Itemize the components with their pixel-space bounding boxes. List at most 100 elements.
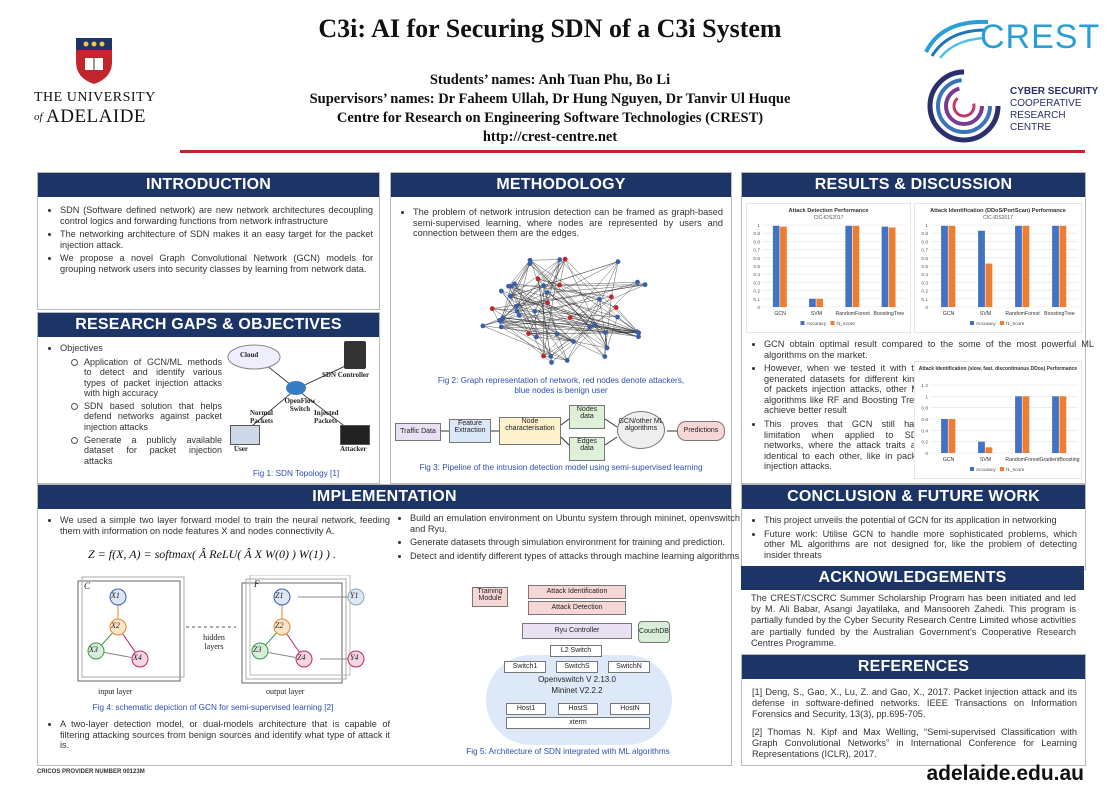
graph-edge [508,286,608,349]
gcn-f-label: F [254,579,260,589]
network-graph-figure [480,256,648,365]
graph-edge [550,296,612,357]
methodology-heading: METHODOLOGY [391,173,731,197]
graph-edge [570,284,646,318]
conclusion-list: This project unveils the potential of GC… [742,515,1085,560]
bar-f1-score [948,225,956,307]
graph-edge [500,321,574,342]
crest-swirl-icon [924,19,989,59]
bar-f1-score [816,298,824,307]
graph-edge [559,284,596,326]
attacker-computer-icon [340,425,370,445]
bar-f1-score [888,227,896,307]
y-tick-label: 0.6 [921,417,928,423]
bar-accuracy [1052,396,1059,453]
attacker-node [541,353,546,359]
graph-edge [514,283,551,357]
openvswitch-label: Openvswitch V 2.13.0 [538,675,616,684]
benign-node [636,334,641,340]
attacker-node [613,305,619,310]
ryu-controller-node: Ryu Controller [522,623,632,639]
graph-edge [511,284,646,287]
graph-edge [566,298,600,361]
benign-node [516,312,522,318]
x-tick-label: GradientBoosting [1039,457,1079,463]
implementation-right-list: Build an emulation environment on Ubuntu… [388,513,740,564]
y-tick-label: 0 [925,451,928,457]
pipeline-gcn-node: GCN/other ML algorithms [617,411,665,449]
graph-edge [565,259,639,333]
node-x3-label: X3 [89,645,98,654]
fig2-caption-line1: Fig 2: Graph representation of network, … [437,376,685,385]
poster-title: C3i: AI for Securing SDN of a C3i System [318,14,782,43]
host1-node: Host1 [506,703,546,715]
x-tick-label: SVM [980,311,991,317]
y-tick-label: 0.9 [921,231,928,237]
graph-edge [501,326,608,349]
graph-edge [543,355,568,361]
graph-edge [516,259,566,312]
graph-edge [534,311,537,338]
graph-edge [589,261,619,327]
node-z2-label: Z2 [275,621,284,630]
attacker-node [608,294,614,300]
list-item: We used a simple two layer forward model… [60,515,390,536]
benign-node [636,330,642,336]
fig5-caption: Fig 5: Architecture of SDN integrated wi… [466,747,670,756]
y-tick-label: 0.8 [753,239,760,245]
x-tick-label: SVM [811,311,822,317]
benign-node [498,319,504,324]
attacker-node [489,306,495,312]
benign-node [508,293,513,299]
pipeline-nodes-node: Nodes data [569,405,605,429]
controller-label: SDN Controller [322,371,370,379]
list-item: This project unveils the potential of GC… [764,515,1077,526]
x-tick-label: SVM [980,457,991,463]
node-z1-label: Z1 [275,591,284,600]
pipeline-predictions-node: Predictions [677,421,725,441]
graph-edge [543,298,600,357]
graph-edge [510,259,560,297]
crest-shield-icon [76,38,112,84]
list-item: SDN based solution that helps defend net… [71,401,222,432]
references-panel: REFERENCES [1] Deng, S., Gao, X., Lu, Z.… [741,654,1086,766]
node-y1-label: Y1 [350,591,359,600]
list-item: However, when we tested it with the gene… [764,363,924,416]
y-tick-label: 0.7 [921,248,928,254]
graph-edge [570,261,619,318]
cscrc-logo: CYBER SECURITY COOPERATIVE RESEARCH CENT… [924,66,1104,146]
graph-edge [502,317,639,337]
cloud-label: Cloud [240,351,259,359]
x-tick-label: RandomForest [1005,311,1040,317]
graph-edge [536,336,574,342]
y-tick-label: 0.2 [921,440,928,446]
benign-node [532,308,538,314]
crest-logo: CREST [922,14,1102,62]
graph-edge [519,315,574,342]
fig3-caption: Fig 3: Pipeline of the intrusion detecti… [419,463,703,472]
y-tick-label: 0.4 [753,272,760,278]
list-item: We propose a novel Graph Convolutional N… [60,253,373,274]
graph-edge [529,260,639,333]
attacker-node [535,276,541,282]
results-list-top: GCN obtain optimal result compared to th… [742,339,1094,363]
graph-edge [615,307,639,333]
x-tick-label: GCN [943,457,955,463]
graph-edge [516,306,574,342]
graph-edge [529,260,606,333]
bar-accuracy [809,298,816,307]
server-icon [344,341,366,369]
results-panel: RESULTS & DISCUSSION Attack Detection Pe… [741,172,1094,484]
benign-node [480,323,486,329]
legend-swatch [970,321,974,325]
y-tick-label: 0.8 [921,406,928,412]
chart-title: Attack Identification (slow, fast, disco… [919,366,1078,372]
benign-node [513,303,519,309]
benign-node [514,308,520,314]
topology-lines [227,344,357,432]
x-tick-label: RandomForest [835,311,870,317]
y-tick-label: 0.1 [921,297,928,303]
graph-edge [514,283,568,361]
introduction-panel: INTRODUCTION SDN (Software defined netwo… [37,172,380,310]
graph-edge [492,308,502,327]
